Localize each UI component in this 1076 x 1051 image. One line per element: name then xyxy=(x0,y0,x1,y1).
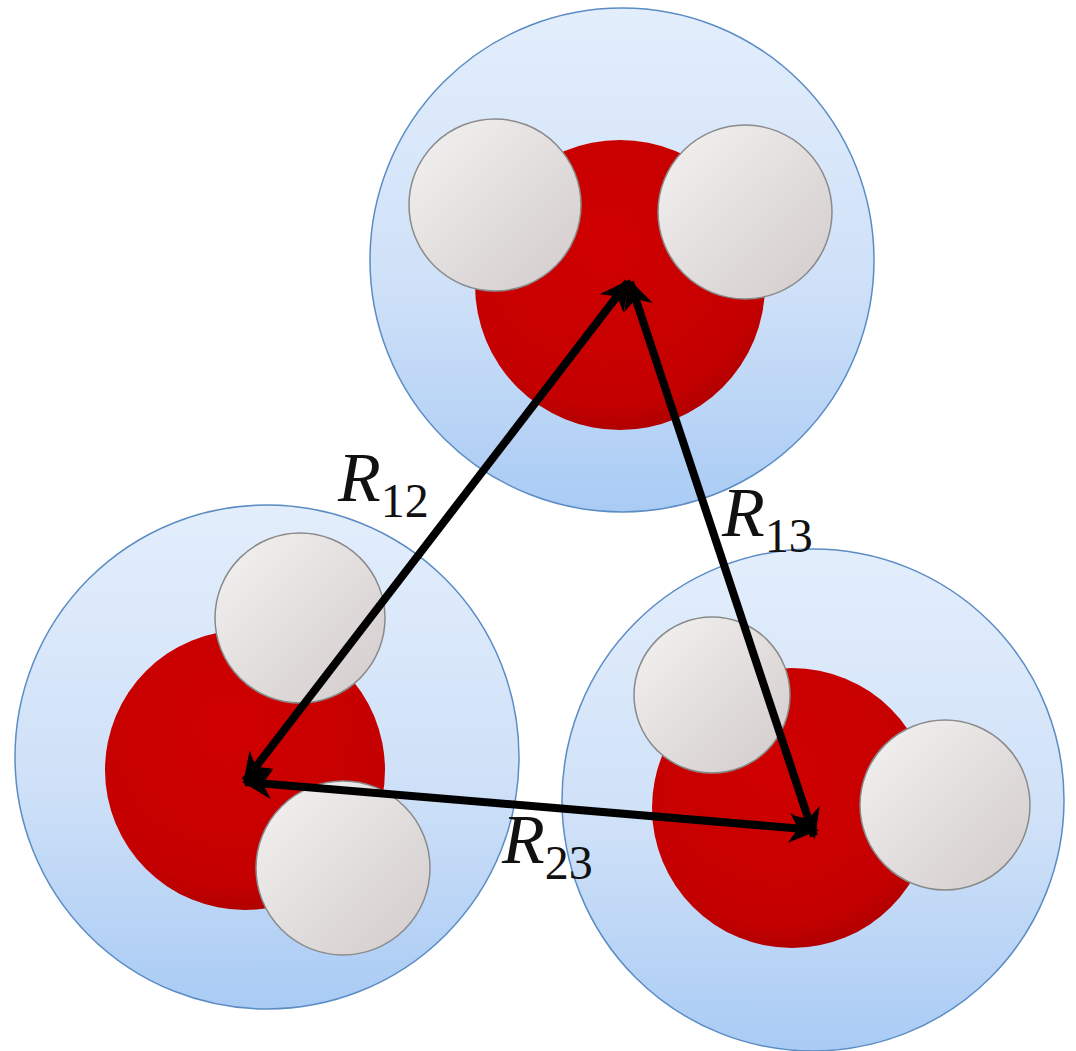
distance-arrow xyxy=(630,282,814,836)
distance-label: R13 xyxy=(722,478,813,560)
hydrogen-atom xyxy=(658,125,832,299)
distance-arrows xyxy=(245,282,816,836)
subscript: 13 xyxy=(765,509,813,562)
symbol: R xyxy=(502,801,545,878)
subscript: 23 xyxy=(545,836,593,889)
distance-label: R23 xyxy=(502,805,593,887)
distance-arrow xyxy=(245,282,628,781)
subscript: 12 xyxy=(381,474,429,527)
hydrogen-atom xyxy=(409,119,581,291)
electron-shell xyxy=(370,8,874,512)
distance-label: R12 xyxy=(338,443,429,525)
hydrogen-atom xyxy=(860,720,1030,890)
water-molecule xyxy=(370,8,874,512)
hydrogen-atom xyxy=(256,781,430,955)
electron-shell xyxy=(562,549,1064,1051)
hydrogen-atom xyxy=(215,533,385,703)
water-molecule xyxy=(562,549,1064,1051)
symbol: R xyxy=(722,474,765,551)
symbol: R xyxy=(338,439,381,516)
